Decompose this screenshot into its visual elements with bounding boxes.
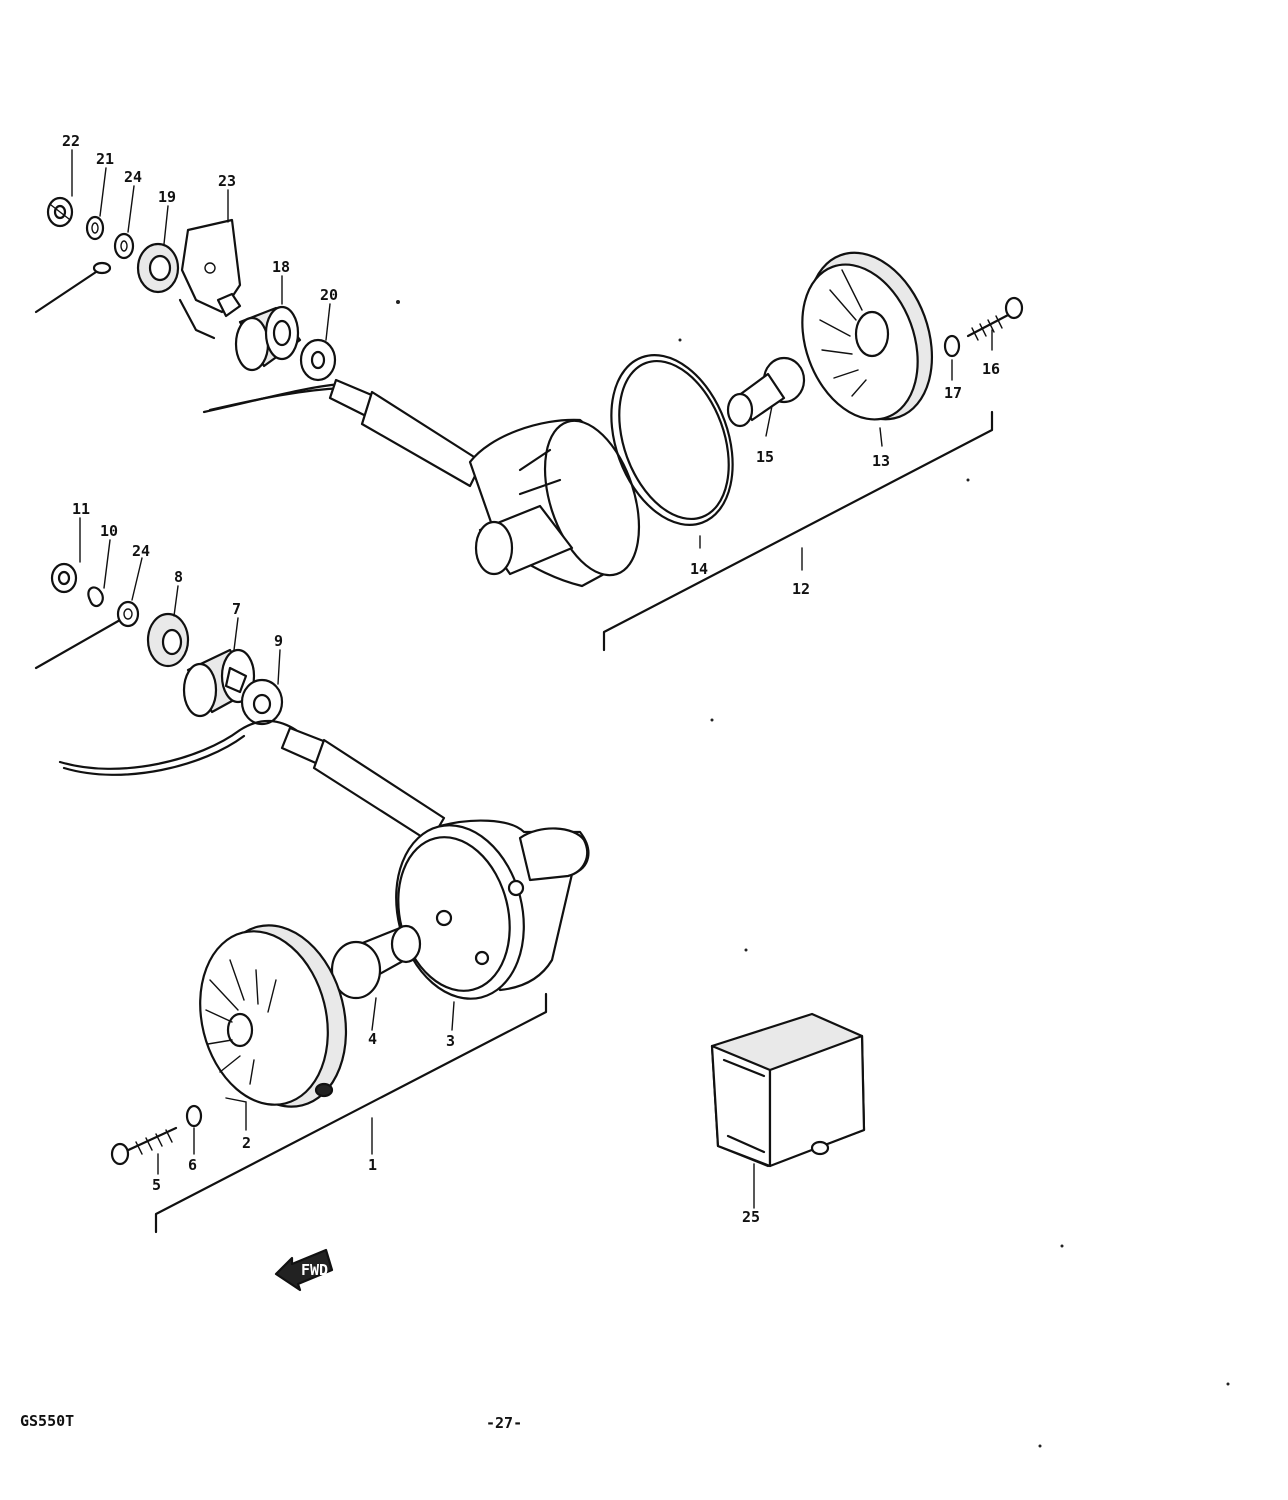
- nut-11: [50, 562, 78, 594]
- lens-13: [801, 251, 934, 421]
- callout-10: 10: [100, 522, 118, 540]
- callout-15: 15: [756, 448, 774, 466]
- washer-6: [185, 1104, 203, 1128]
- lens-2: [199, 924, 348, 1108]
- callout-6: 6: [188, 1156, 197, 1174]
- stem-upper: [328, 378, 484, 488]
- stem-wire-lower: [58, 719, 298, 770]
- leader-lines: [71, 149, 993, 1209]
- callout-1: 1: [368, 1156, 377, 1174]
- fwd-label: FWD: [301, 1261, 328, 1279]
- nut-22: [46, 196, 74, 228]
- washer-24-lower: [116, 600, 140, 628]
- washer-24-upper: [113, 232, 135, 260]
- assembly-bracket-1: [154, 992, 548, 1234]
- callout-12: 12: [792, 580, 810, 598]
- cushion-19: [136, 242, 180, 294]
- callout-21: 21: [96, 150, 114, 168]
- callout-5: 5: [152, 1176, 161, 1194]
- housing-upper: [468, 418, 641, 588]
- wire-terminal: [92, 261, 112, 275]
- screw-5: [110, 1126, 178, 1166]
- rear-turn-signal-assembly: [34, 196, 1024, 652]
- callout-19: 19: [158, 188, 176, 206]
- callout-24-upper: 24: [124, 168, 142, 186]
- forward-direction-arrow: FWD: [274, 1248, 334, 1292]
- callout-23: 23: [218, 172, 236, 190]
- callout-numbers: 22 21 24 19 23 18 20 15 13 17 16 14 12 1…: [62, 132, 1000, 1226]
- washer-17: [943, 334, 961, 358]
- screw-16: [966, 296, 1024, 341]
- washer-9: [240, 678, 284, 726]
- turn-signal-relay-25: [710, 1012, 866, 1168]
- washer-20: [299, 338, 337, 382]
- stem-lower: [280, 726, 446, 844]
- callout-25: 25: [742, 1208, 760, 1226]
- callout-2: 2: [242, 1134, 251, 1152]
- callout-20: 20: [320, 286, 338, 304]
- callout-11: 11: [72, 500, 90, 518]
- callout-13: 13: [872, 452, 890, 470]
- callout-8: 8: [174, 568, 183, 586]
- callout-3: 3: [446, 1032, 455, 1050]
- lead-wire-lower: [34, 618, 122, 670]
- assembly-bracket-12: [602, 410, 994, 652]
- bulb-4: [330, 924, 422, 1000]
- lead-wire: [34, 270, 98, 314]
- cushion-8: [146, 612, 190, 668]
- scan-specks: [396, 300, 1230, 1448]
- lock-washer-10: [87, 586, 104, 608]
- callout-14: 14: [690, 560, 708, 578]
- bracket-23: [178, 218, 242, 340]
- washer-21: [85, 215, 105, 241]
- callout-7: 7: [232, 600, 241, 618]
- page-number: -27-: [486, 1414, 523, 1432]
- gasket-14: [610, 354, 734, 526]
- callout-9: 9: [274, 632, 283, 650]
- callout-17: 17: [944, 384, 962, 402]
- callout-22: 22: [62, 132, 80, 150]
- callout-4: 4: [368, 1030, 377, 1048]
- callout-16: 16: [982, 360, 1000, 378]
- cushion-18: [234, 305, 302, 372]
- callout-24-lower: 24: [132, 542, 150, 560]
- callout-18: 18: [272, 258, 290, 276]
- front-turn-signal-assembly: [34, 562, 590, 1234]
- bulb-15: [726, 356, 806, 428]
- cushion-7: [182, 648, 256, 718]
- model-code: GS550T: [20, 1412, 75, 1430]
- housing-lower: [395, 819, 590, 1000]
